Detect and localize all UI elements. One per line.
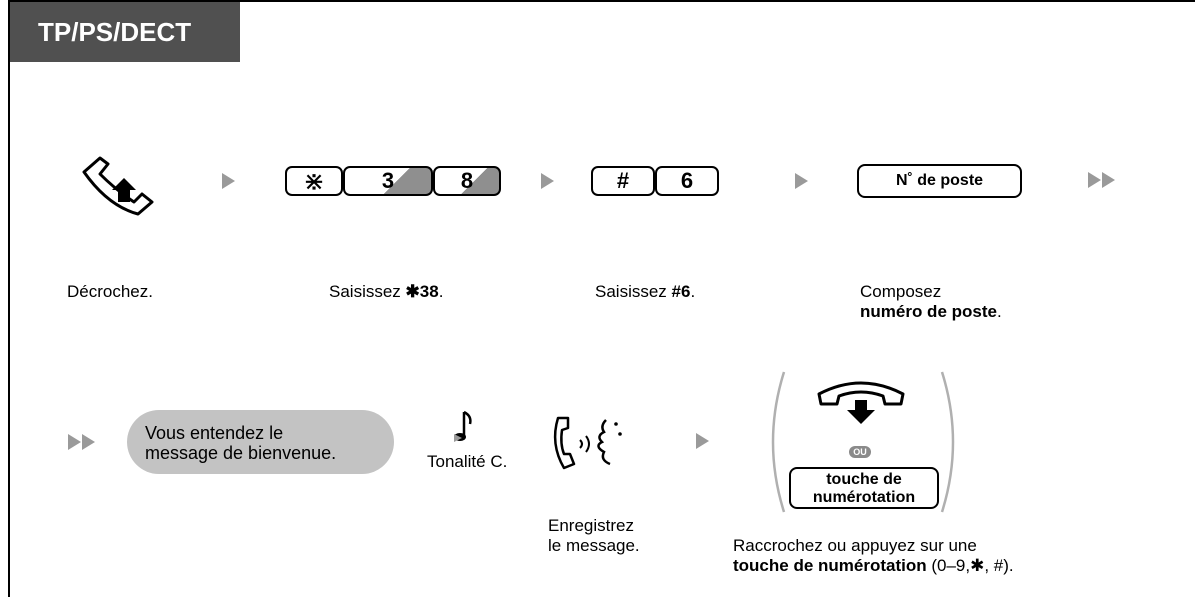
step-offhook-label: Décrochez.	[67, 282, 153, 301]
next-arrow	[541, 173, 554, 189]
extension-number-key: N˚ de poste	[857, 164, 1022, 198]
key-6: 6	[655, 166, 719, 196]
handset-onhook-icon	[817, 381, 905, 424]
device-tag: TP/PS/DECT	[10, 2, 240, 62]
key-star: ⋇	[285, 166, 343, 196]
next-arrow	[696, 433, 709, 449]
continue-arrows	[1088, 172, 1115, 188]
right-bracket	[940, 371, 955, 513]
speaking-handset-icon	[553, 416, 622, 470]
page-frame	[8, 0, 1195, 597]
next-arrow	[222, 173, 235, 189]
key-hash: #	[591, 166, 655, 196]
next-arrow	[795, 173, 808, 189]
left-bracket	[771, 371, 786, 513]
key-3: 3	[343, 166, 433, 196]
step-enter-hash6-label: Saisissez #6.	[595, 282, 696, 301]
music-note-icon	[454, 410, 472, 442]
tone-label: Tonalité C.	[427, 452, 508, 471]
continue-arrows	[68, 434, 95, 450]
or-badge: OU	[849, 446, 871, 458]
step-enter-code-label: Saisissez ✱38.	[329, 282, 444, 301]
handset-offhook-icon	[82, 156, 154, 216]
key-8: 8	[433, 166, 501, 196]
